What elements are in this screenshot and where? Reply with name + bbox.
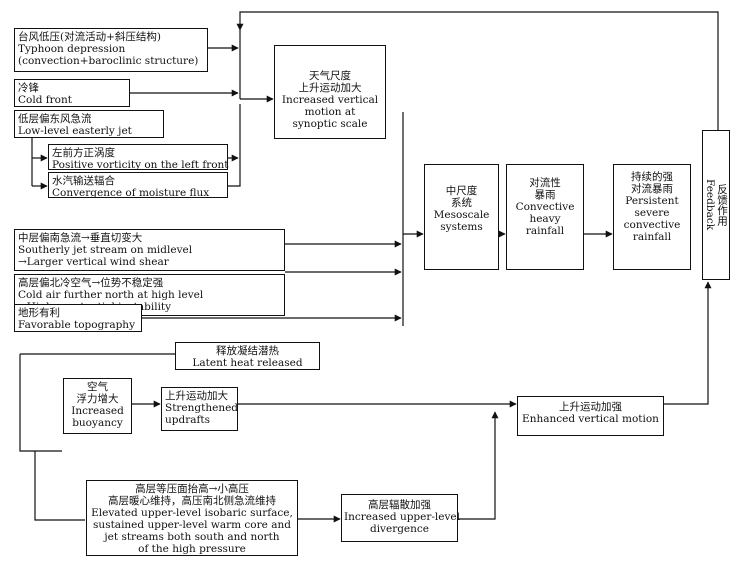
cold-front-en: Cold front: [18, 94, 72, 106]
latent-en: Latent heat released: [192, 357, 303, 369]
moisture-en: Convergence of moisture flux: [52, 187, 210, 199]
buoyancy-en-2: buoyancy: [72, 417, 123, 429]
convective-zh-1: 对流性: [529, 177, 561, 189]
vorticity-en: Positive vorticity on the left front: [52, 159, 229, 171]
synoptic-zh-2: 上升运动加大: [298, 82, 362, 94]
positive-vorticity-box: 左前方正涡度 Positive vorticity on the left fr…: [48, 144, 229, 171]
divergence-en-1: Increased upper-level: [344, 511, 461, 523]
southerly-jet-en-2: →Larger vertical wind shear: [18, 256, 169, 268]
elevated-zh-2: 高层暖心维持，高压南北侧急流维持: [108, 495, 276, 507]
easterly-jet-box: 低层偏东风急流 Low-level easterly jet: [14, 110, 164, 138]
topography-zh: 地形有利: [18, 307, 60, 319]
buoyancy-en-1: Increased: [71, 405, 124, 417]
divergence-en-2: divergence: [369, 523, 430, 535]
synoptic-en-1: Increased vertical: [281, 94, 379, 106]
buoyancy-zh-2: 浮力增大: [76, 393, 119, 405]
moisture-zh: 水汽输送辐合: [52, 175, 115, 187]
synoptic-scale-box: 天气尺度 上升运动加大 Increased vertical motion at…: [274, 45, 386, 139]
convective-en-3: rainfall: [525, 225, 565, 237]
latent-heat-box: 释放凝结潜热 Latent heat released: [175, 342, 320, 370]
typhoon-en-2: (convection+baroclinic structure): [18, 55, 199, 67]
elevated-en-2: sustained upper-level warm core and: [93, 519, 291, 531]
convective-en-2: heavy: [529, 213, 561, 225]
topography-box: 地形有利 Favorable topography: [14, 304, 142, 332]
persistent-rainfall-box: 持续的强 对流暴雨 Persistent severe convective r…: [613, 164, 691, 270]
convective-rainfall-box: 对流性 暴雨 Convective heavy rainfall: [506, 164, 584, 270]
persistent-en-3: convective: [623, 219, 681, 231]
elevated-isobaric-box: 高层等压面抬高→小高压 高层暖心维持，高压南北侧急流维持 Elevated up…: [86, 480, 298, 556]
mesoscale-zh-1: 中尺度: [445, 185, 478, 197]
convective-en-1: Convective: [515, 201, 575, 213]
updrafts-en-1: Strengthened: [165, 402, 239, 414]
elevated-en-1: Elevated upper-level isobaric surface,: [91, 507, 293, 519]
persistent-en-1: Persistent: [625, 195, 679, 207]
persistent-en-4: rainfall: [632, 231, 672, 243]
elevated-zh-1: 高层等压面抬高→小高压: [135, 483, 249, 495]
persistent-en-2: severe: [634, 207, 670, 219]
synoptic-en-3: synoptic scale: [292, 118, 368, 130]
divergence-zh: 高层辐散加强: [368, 499, 431, 511]
persistent-zh-2: 对流暴雨: [631, 183, 673, 195]
upper-divergence-box: 高层辐散加强 Increased upper-level divergence: [341, 494, 461, 542]
feedback-en: Feedback: [704, 179, 716, 231]
buoyancy-box: 空气 浮力增大 Increased buoyancy: [63, 378, 132, 434]
mesoscale-en-1: Mesoscale: [433, 209, 490, 221]
latent-zh: 释放凝结潜热: [216, 345, 279, 357]
convective-zh-2: 暴雨: [534, 189, 556, 201]
moisture-convergence-box: 水汽输送辐合 Convergence of moisture flux: [48, 172, 228, 199]
typhoon-depression-box: 台风低压(对流活动+斜压结构) Typhoon depression (conv…: [14, 28, 208, 72]
mesoscale-systems-box: 中尺度 系统 Mesoscale systems: [424, 164, 499, 270]
enhanced-zh: 上升运动加强: [559, 401, 622, 413]
mesoscale-en-2: systems: [440, 221, 483, 233]
cold-front-box: 冷锋 Cold front: [14, 79, 130, 107]
topography-en: Favorable topography: [18, 319, 135, 331]
updrafts-box: 上升运动加大 Strengthened updrafts: [161, 387, 238, 431]
cold-front-zh: 冷锋: [18, 82, 39, 94]
easterly-jet-zh: 低层偏东风急流: [18, 113, 92, 125]
typhoon-en-1: Typhoon depression: [18, 43, 126, 55]
updrafts-zh: 上升运动加大: [165, 390, 228, 402]
synoptic-en-2: motion at: [304, 106, 356, 118]
cold-air-en-1: Cold air further north at high level: [18, 289, 204, 301]
easterly-jet-en: Low-level easterly jet: [18, 125, 132, 137]
mesoscale-zh-2: 系统: [451, 197, 472, 209]
elevated-en-4: of the high pressure: [138, 543, 246, 555]
feedback-box: 反馈作用 Feedback: [702, 130, 730, 280]
enhanced-motion-box: 上升运动加强 Enhanced vertical motion: [517, 396, 664, 436]
feedback-zh: 反馈作用: [716, 184, 728, 226]
southerly-jet-en-1: Southerly jet stream on midlevel: [18, 244, 193, 256]
synoptic-zh-1: 天气尺度: [309, 70, 351, 82]
buoyancy-zh-1: 空气: [87, 381, 108, 393]
persistent-zh-1: 持续的强: [631, 171, 673, 183]
typhoon-zh: 台风低压(对流活动+斜压结构): [18, 31, 161, 43]
vorticity-zh: 左前方正涡度: [52, 147, 115, 159]
updrafts-en-2: updrafts: [165, 414, 210, 426]
enhanced-en: Enhanced vertical motion: [522, 413, 659, 425]
cold-air-zh: 高层偏北冷空气→位势不稳定强: [18, 277, 164, 289]
elevated-en-3: jet streams both south and north: [104, 531, 280, 543]
southerly-jet-zh: 中层偏南急流→垂直切变大: [18, 232, 143, 244]
southerly-jet-box: 中层偏南急流→垂直切变大 Southerly jet stream on mid…: [14, 229, 285, 271]
